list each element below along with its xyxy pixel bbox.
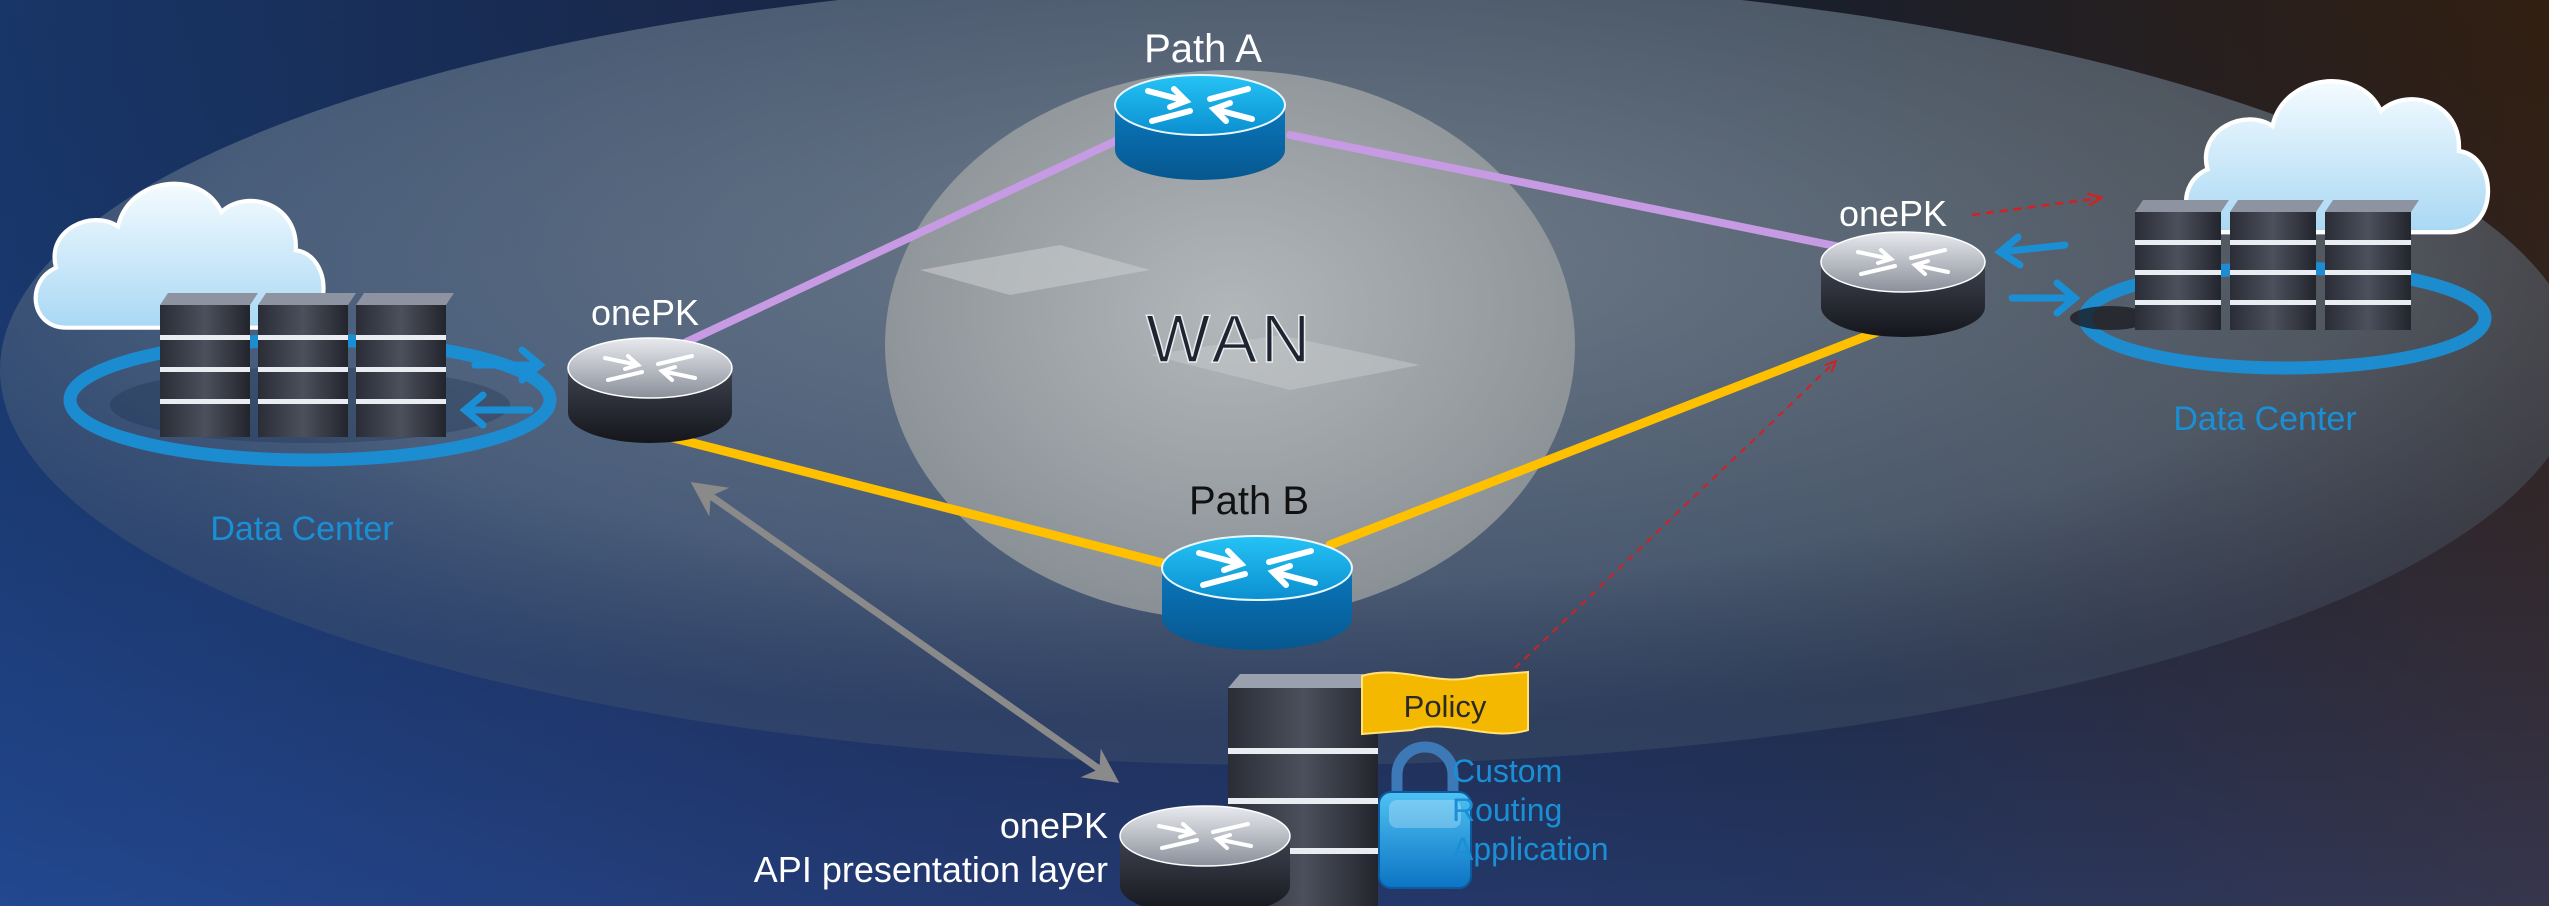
path-b-label: Path B (1189, 479, 1309, 523)
app-label-line-2: Routing (1452, 792, 1562, 828)
left-data-center: Data Center (36, 184, 557, 548)
wan-label: WAN (1146, 301, 1314, 377)
bottom-onepk-label: onePK (1000, 805, 1108, 846)
lock-icon (1378, 741, 1472, 889)
app-label-line-3: Application (1452, 831, 1609, 867)
api-control-arrow (690, 481, 1120, 784)
right-server-stack-icon (2135, 200, 2419, 330)
right-data-center: Data Center (1994, 81, 2492, 438)
left-data-center-label: Data Center (210, 510, 393, 548)
right-data-center-label: Data Center (2173, 400, 2356, 438)
path-a-link (644, 121, 1859, 364)
left-server-stack-icon (160, 293, 454, 437)
datacenter-control-arrow (1971, 198, 2100, 217)
right-onepk-label: onePK (1839, 193, 1947, 234)
path-a-label: Path A (1144, 27, 1262, 71)
left-onepk-router-icon (567, 337, 733, 443)
right-traffic-arrows-icon (1994, 233, 2081, 317)
app-label-line-1: Custom (1452, 753, 1562, 789)
policy-flag-icon: Policy (1361, 670, 1529, 736)
left-onepk-label: onePK (591, 292, 699, 333)
policy-label: Policy (1404, 689, 1487, 724)
api-onepk-router-icon (1119, 805, 1291, 906)
api-presentation-layer-label: API presentation layer (754, 849, 1108, 890)
policy-push-arrow (1514, 362, 1835, 669)
custom-routing-app-label: Custom Routing Application (1452, 753, 1609, 867)
path-b-router-icon (1161, 535, 1353, 650)
left-traffic-arrows-icon (459, 346, 546, 429)
right-onepk-router-icon (1820, 231, 1986, 337)
path-a-router-icon (1114, 74, 1286, 180)
